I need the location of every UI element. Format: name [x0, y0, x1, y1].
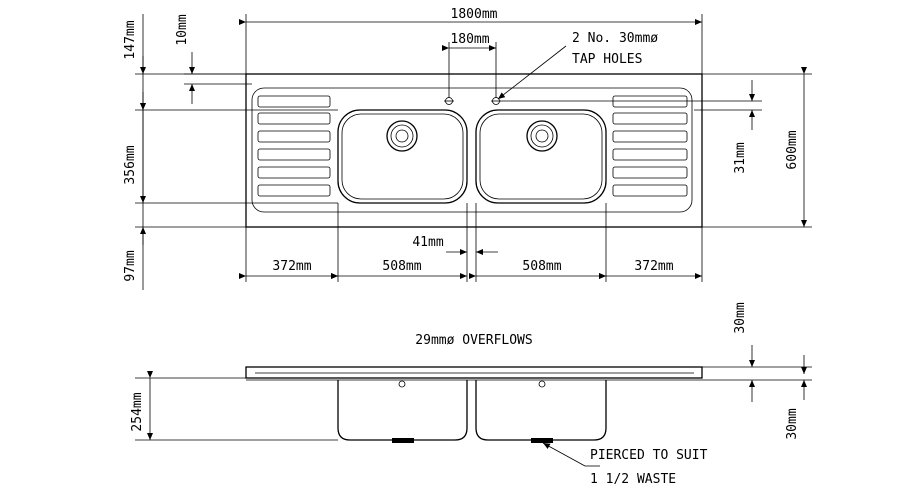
left-bowl	[337, 109, 468, 204]
dim-overall-width: 1800mm	[451, 7, 498, 22]
right-drainer	[612, 95, 688, 197]
right-bowl-inner	[479, 113, 603, 200]
dim-overall-depth: 600mm	[785, 130, 800, 169]
right-waste-icon	[526, 120, 558, 152]
dim-section-depth: 254mm	[130, 392, 145, 431]
label-waste-1: PIERCED TO SUIT	[590, 448, 708, 463]
dim-tap-offset: 31mm	[733, 142, 748, 173]
left-bowl-inner	[341, 113, 464, 200]
dim-edge: 10mm	[175, 14, 190, 45]
label-tap-holes-1: 2 No. 30mmø	[572, 31, 658, 46]
dim-drainer-left: 372mm	[272, 259, 311, 274]
tap-hole-right-icon	[491, 97, 501, 105]
section-left-overflow-icon	[398, 380, 406, 388]
left-waste-icon	[386, 120, 418, 152]
dim-section-lip: 30mm	[733, 302, 748, 333]
bench-inner	[251, 87, 693, 213]
section-left-bowl	[337, 380, 468, 441]
section-right-overflow-icon	[538, 380, 546, 388]
left-drainer	[257, 95, 331, 197]
dim-section-lip-bottom: 30mm	[785, 408, 800, 439]
plan-view: 1800mm 180mm 2 No. 30mmø TAP HOLES 147mm…	[123, 7, 812, 290]
dim-bowl-right: 508mm	[522, 259, 561, 274]
dim-top-margin: 147mm	[123, 20, 138, 59]
dim-bowl-gap: 41mm	[412, 235, 443, 250]
label-tap-holes-2: TAP HOLES	[572, 52, 642, 67]
section-bench	[245, 366, 703, 379]
dim-front-margin: 97mm	[123, 250, 138, 281]
dim-bowl-depth: 356mm	[123, 145, 138, 184]
right-bowl	[475, 109, 607, 204]
label-waste-2: 1 1/2 WASTE	[590, 472, 676, 487]
section-right-bowl	[475, 380, 607, 441]
dim-drainer-right: 372mm	[634, 259, 673, 274]
dim-tap-spacing: 180mm	[450, 32, 489, 47]
label-overflows: 29mmø OVERFLOWS	[415, 333, 532, 348]
section-view: 29mmø OVERFLOWS 254mm 30mm 30mm	[130, 302, 812, 487]
section-left-waste	[392, 438, 414, 443]
section-right-waste	[531, 438, 553, 443]
bench-outline	[245, 73, 703, 228]
dim-bowl-left: 508mm	[382, 259, 421, 274]
tap-hole-left-icon	[444, 97, 454, 105]
